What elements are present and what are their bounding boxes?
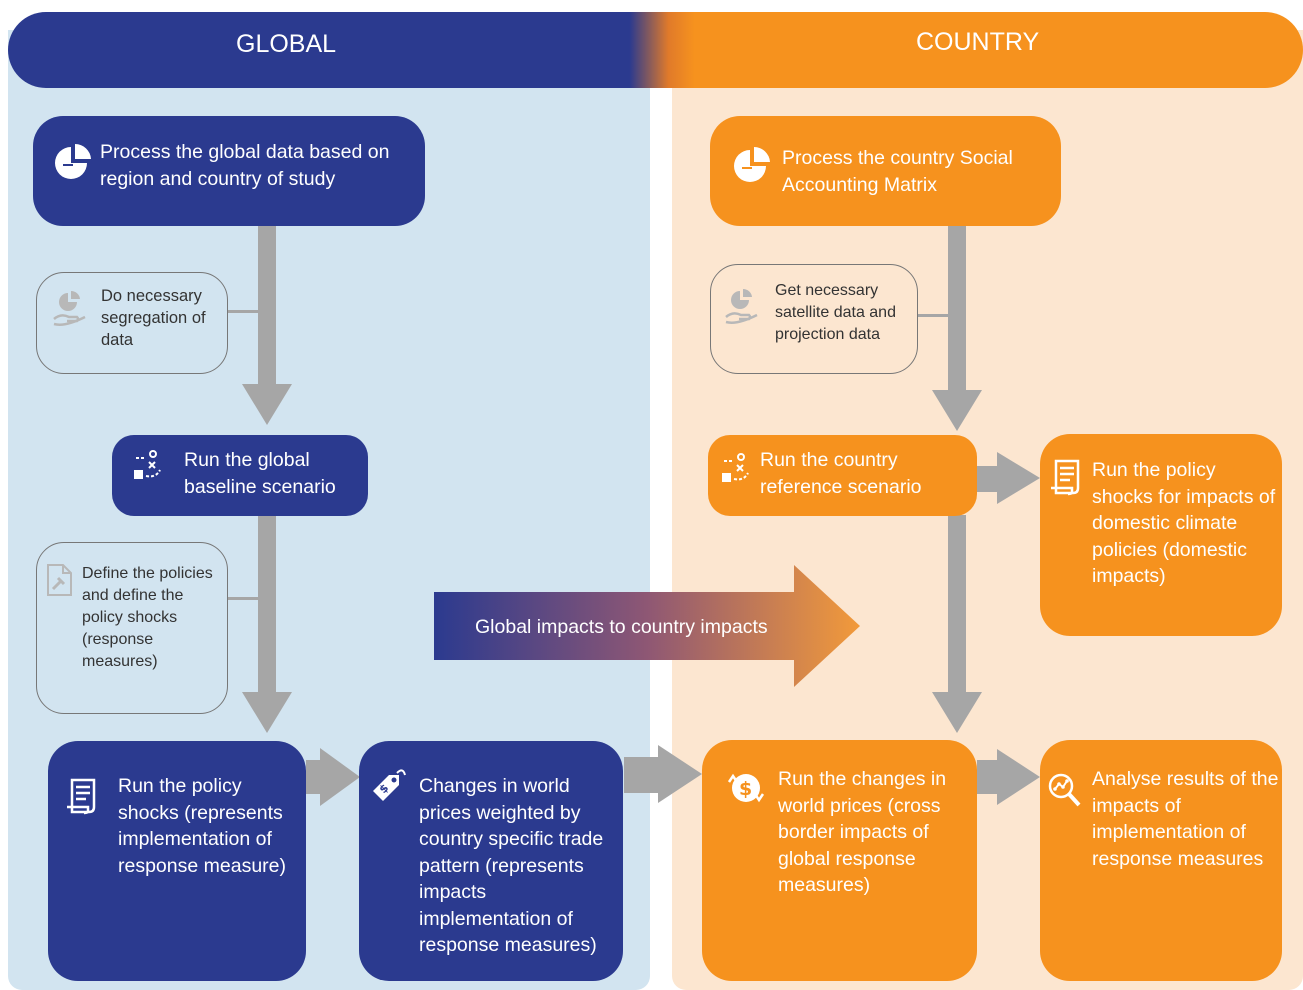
world-prices-weighted-box: $ Changes in world prices weighted by co… bbox=[359, 741, 623, 981]
domestic-policy-shocks-label: Run the policy shocks for impacts of dom… bbox=[1092, 459, 1276, 587]
satellite-data-note: Get necessary satellite data and project… bbox=[710, 264, 918, 374]
pie-chart-icon bbox=[734, 146, 770, 182]
process-global-data-label: Process the global data based on region … bbox=[100, 141, 390, 190]
header-bar bbox=[8, 12, 1303, 88]
scroll-icon bbox=[1051, 459, 1080, 496]
global-baseline-box: Run the global baseline scenario bbox=[112, 435, 368, 516]
global-header: GLOBAL bbox=[236, 30, 337, 58]
analyse-results-box: Analyse results of the impacts of implem… bbox=[1040, 740, 1282, 981]
domestic-policy-shocks-box: Run the policy shocks for impacts of dom… bbox=[1040, 434, 1282, 636]
scroll-icon bbox=[67, 778, 96, 815]
scenario-icon bbox=[722, 453, 749, 482]
global-baseline-label: Run the global baseline scenario bbox=[184, 449, 336, 498]
transition-arrow bbox=[434, 565, 860, 687]
country-reference-box: Run the country reference scenario bbox=[708, 435, 977, 516]
transition-label: Global impacts to country impacts bbox=[475, 616, 768, 638]
magnifier-chart-icon bbox=[1048, 773, 1081, 807]
world-price-changes-label: Run the changes in world prices (cross b… bbox=[778, 768, 947, 896]
document-gavel-icon bbox=[47, 564, 72, 596]
currency-exchange-icon: $ bbox=[727, 773, 765, 803]
global-policy-shocks-label: Run the policy shocks (represents implem… bbox=[118, 775, 286, 877]
hand-pie-icon bbox=[725, 288, 758, 324]
scenario-icon bbox=[134, 450, 161, 479]
define-policies-note: Define the policies and define the polic… bbox=[36, 542, 228, 714]
pie-chart-icon bbox=[55, 143, 91, 179]
svg-text:$: $ bbox=[739, 778, 752, 800]
global-policy-shocks-box: Run the policy shocks (represents implem… bbox=[48, 741, 306, 981]
country-reference-label: Run the country reference scenario bbox=[760, 449, 922, 498]
world-price-changes-box: $ Run the changes in world prices (cross… bbox=[702, 740, 977, 981]
hand-pie-icon bbox=[53, 290, 86, 326]
process-global-data-box: Process the global data based on region … bbox=[33, 116, 425, 226]
price-tag-icon: $ bbox=[373, 769, 406, 801]
world-prices-weighted-label: Changes in world prices weighted by coun… bbox=[419, 775, 604, 956]
analyse-results-label: Analyse results of the impacts of implem… bbox=[1092, 768, 1279, 870]
satellite-data-note-label: Get necessary satellite data and project… bbox=[775, 282, 896, 343]
segregation-note: Do necessary segregation of data bbox=[36, 272, 228, 374]
process-country-sam-label: Process the country Social Accounting Ma… bbox=[782, 147, 1013, 196]
segregation-note-label: Do necessary segregation of data bbox=[101, 287, 206, 349]
process-country-sam-box: Process the country Social Accounting Ma… bbox=[710, 116, 1061, 226]
define-policies-note-label: Define the policies and define the polic… bbox=[82, 565, 213, 670]
country-header: COUNTRY bbox=[916, 28, 1040, 56]
